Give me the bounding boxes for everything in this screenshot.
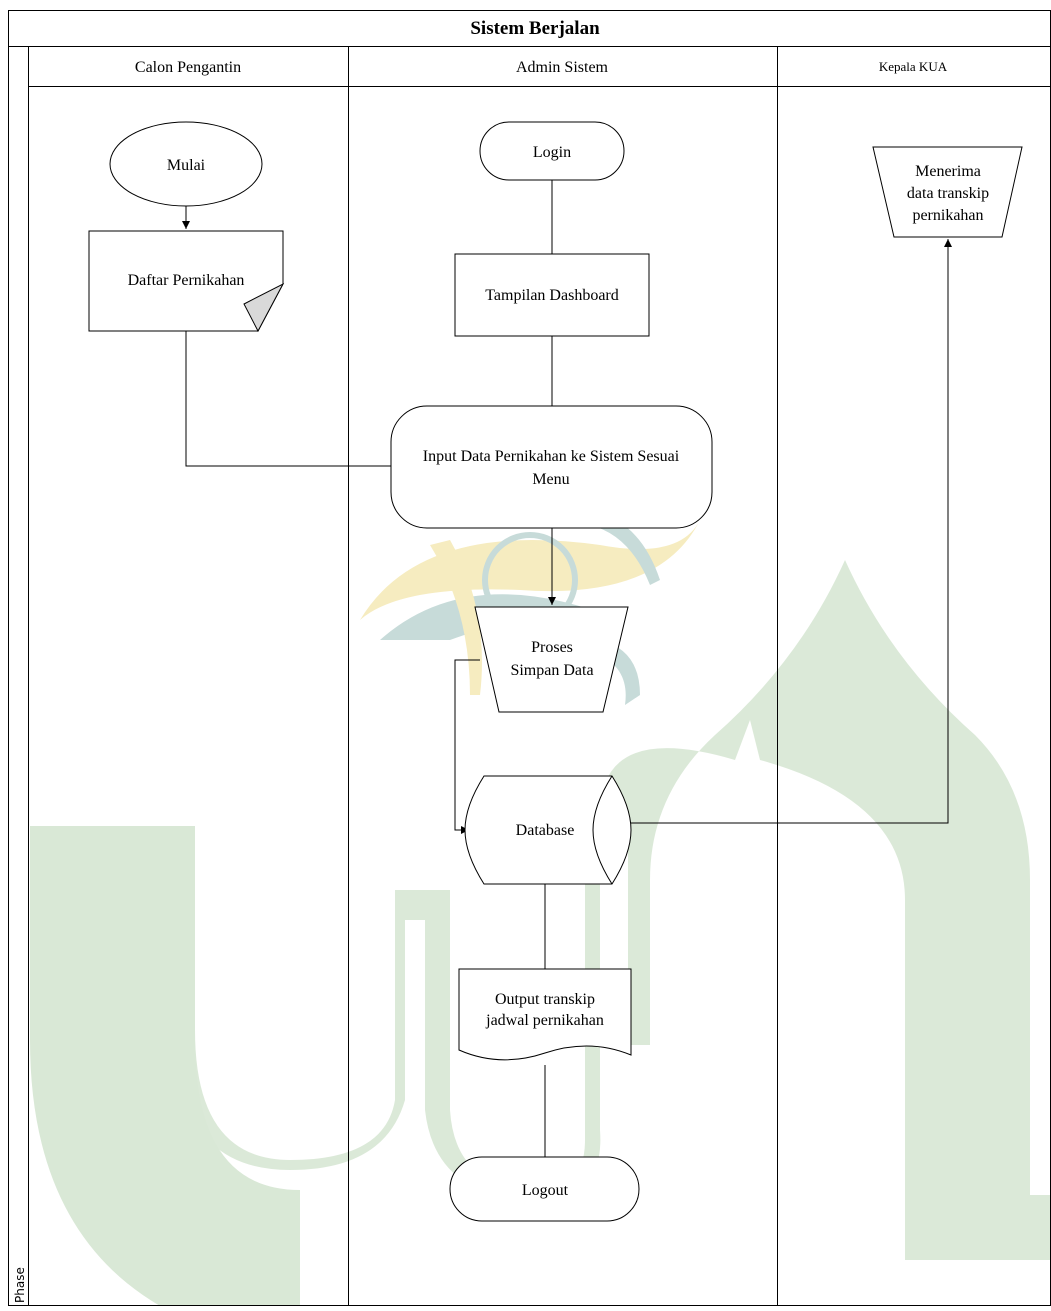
node-menerima-data-label-3: pernikahan <box>912 207 983 224</box>
node-database: Database <box>465 776 631 884</box>
node-output-transkip-label-1: Output transkip <box>495 991 595 1008</box>
node-input-data-label-1: Input Data Pernikahan ke Sistem Sesuai <box>423 448 680 465</box>
lane-header-admin-sistem: Admin Sistem <box>516 59 609 76</box>
node-mulai-label: Mulai <box>167 157 206 174</box>
node-logout-label: Logout <box>522 1182 569 1199</box>
node-login-label: Login <box>533 144 571 161</box>
node-menerima-data-label-1: Menerima <box>915 163 981 180</box>
node-proses-simpan-label-2: Simpan Data <box>510 662 593 679</box>
node-logout: Logout <box>450 1157 639 1221</box>
node-input-data-label-2: Menu <box>532 471 569 488</box>
node-database-label: Database <box>516 822 575 839</box>
node-output-transkip-label-2: jadwal pernikahan <box>485 1012 604 1029</box>
phase-label: Phase <box>13 1267 27 1303</box>
node-tampilan-dashboard-label: Tampilan Dashboard <box>485 287 619 304</box>
node-login: Login <box>480 122 624 180</box>
connector-daftar-to-input <box>186 331 391 466</box>
lane-header-kepala-kua: Kepala KUA <box>879 59 948 74</box>
node-daftar-pernikahan-label: Daftar Pernikahan <box>128 272 245 289</box>
node-mulai: Mulai <box>110 122 262 206</box>
node-output-transkip: Output transkip jadwal pernikahan <box>459 969 631 1060</box>
node-menerima-data: Menerima data transkip pernikahan <box>873 147 1022 237</box>
node-daftar-pernikahan: Daftar Pernikahan <box>89 231 283 331</box>
node-input-data: Input Data Pernikahan ke Sistem Sesuai M… <box>391 406 712 528</box>
node-proses-simpan: Proses Simpan Data <box>475 607 628 712</box>
diagram-title: Sistem Berjalan <box>470 18 600 39</box>
lane-header-calon-pengantin: Calon Pengantin <box>135 59 241 76</box>
node-menerima-data-label-2: data transkip <box>907 185 989 202</box>
node-tampilan-dashboard: Tampilan Dashboard <box>455 254 649 336</box>
node-proses-simpan-label-1: Proses <box>531 639 573 656</box>
